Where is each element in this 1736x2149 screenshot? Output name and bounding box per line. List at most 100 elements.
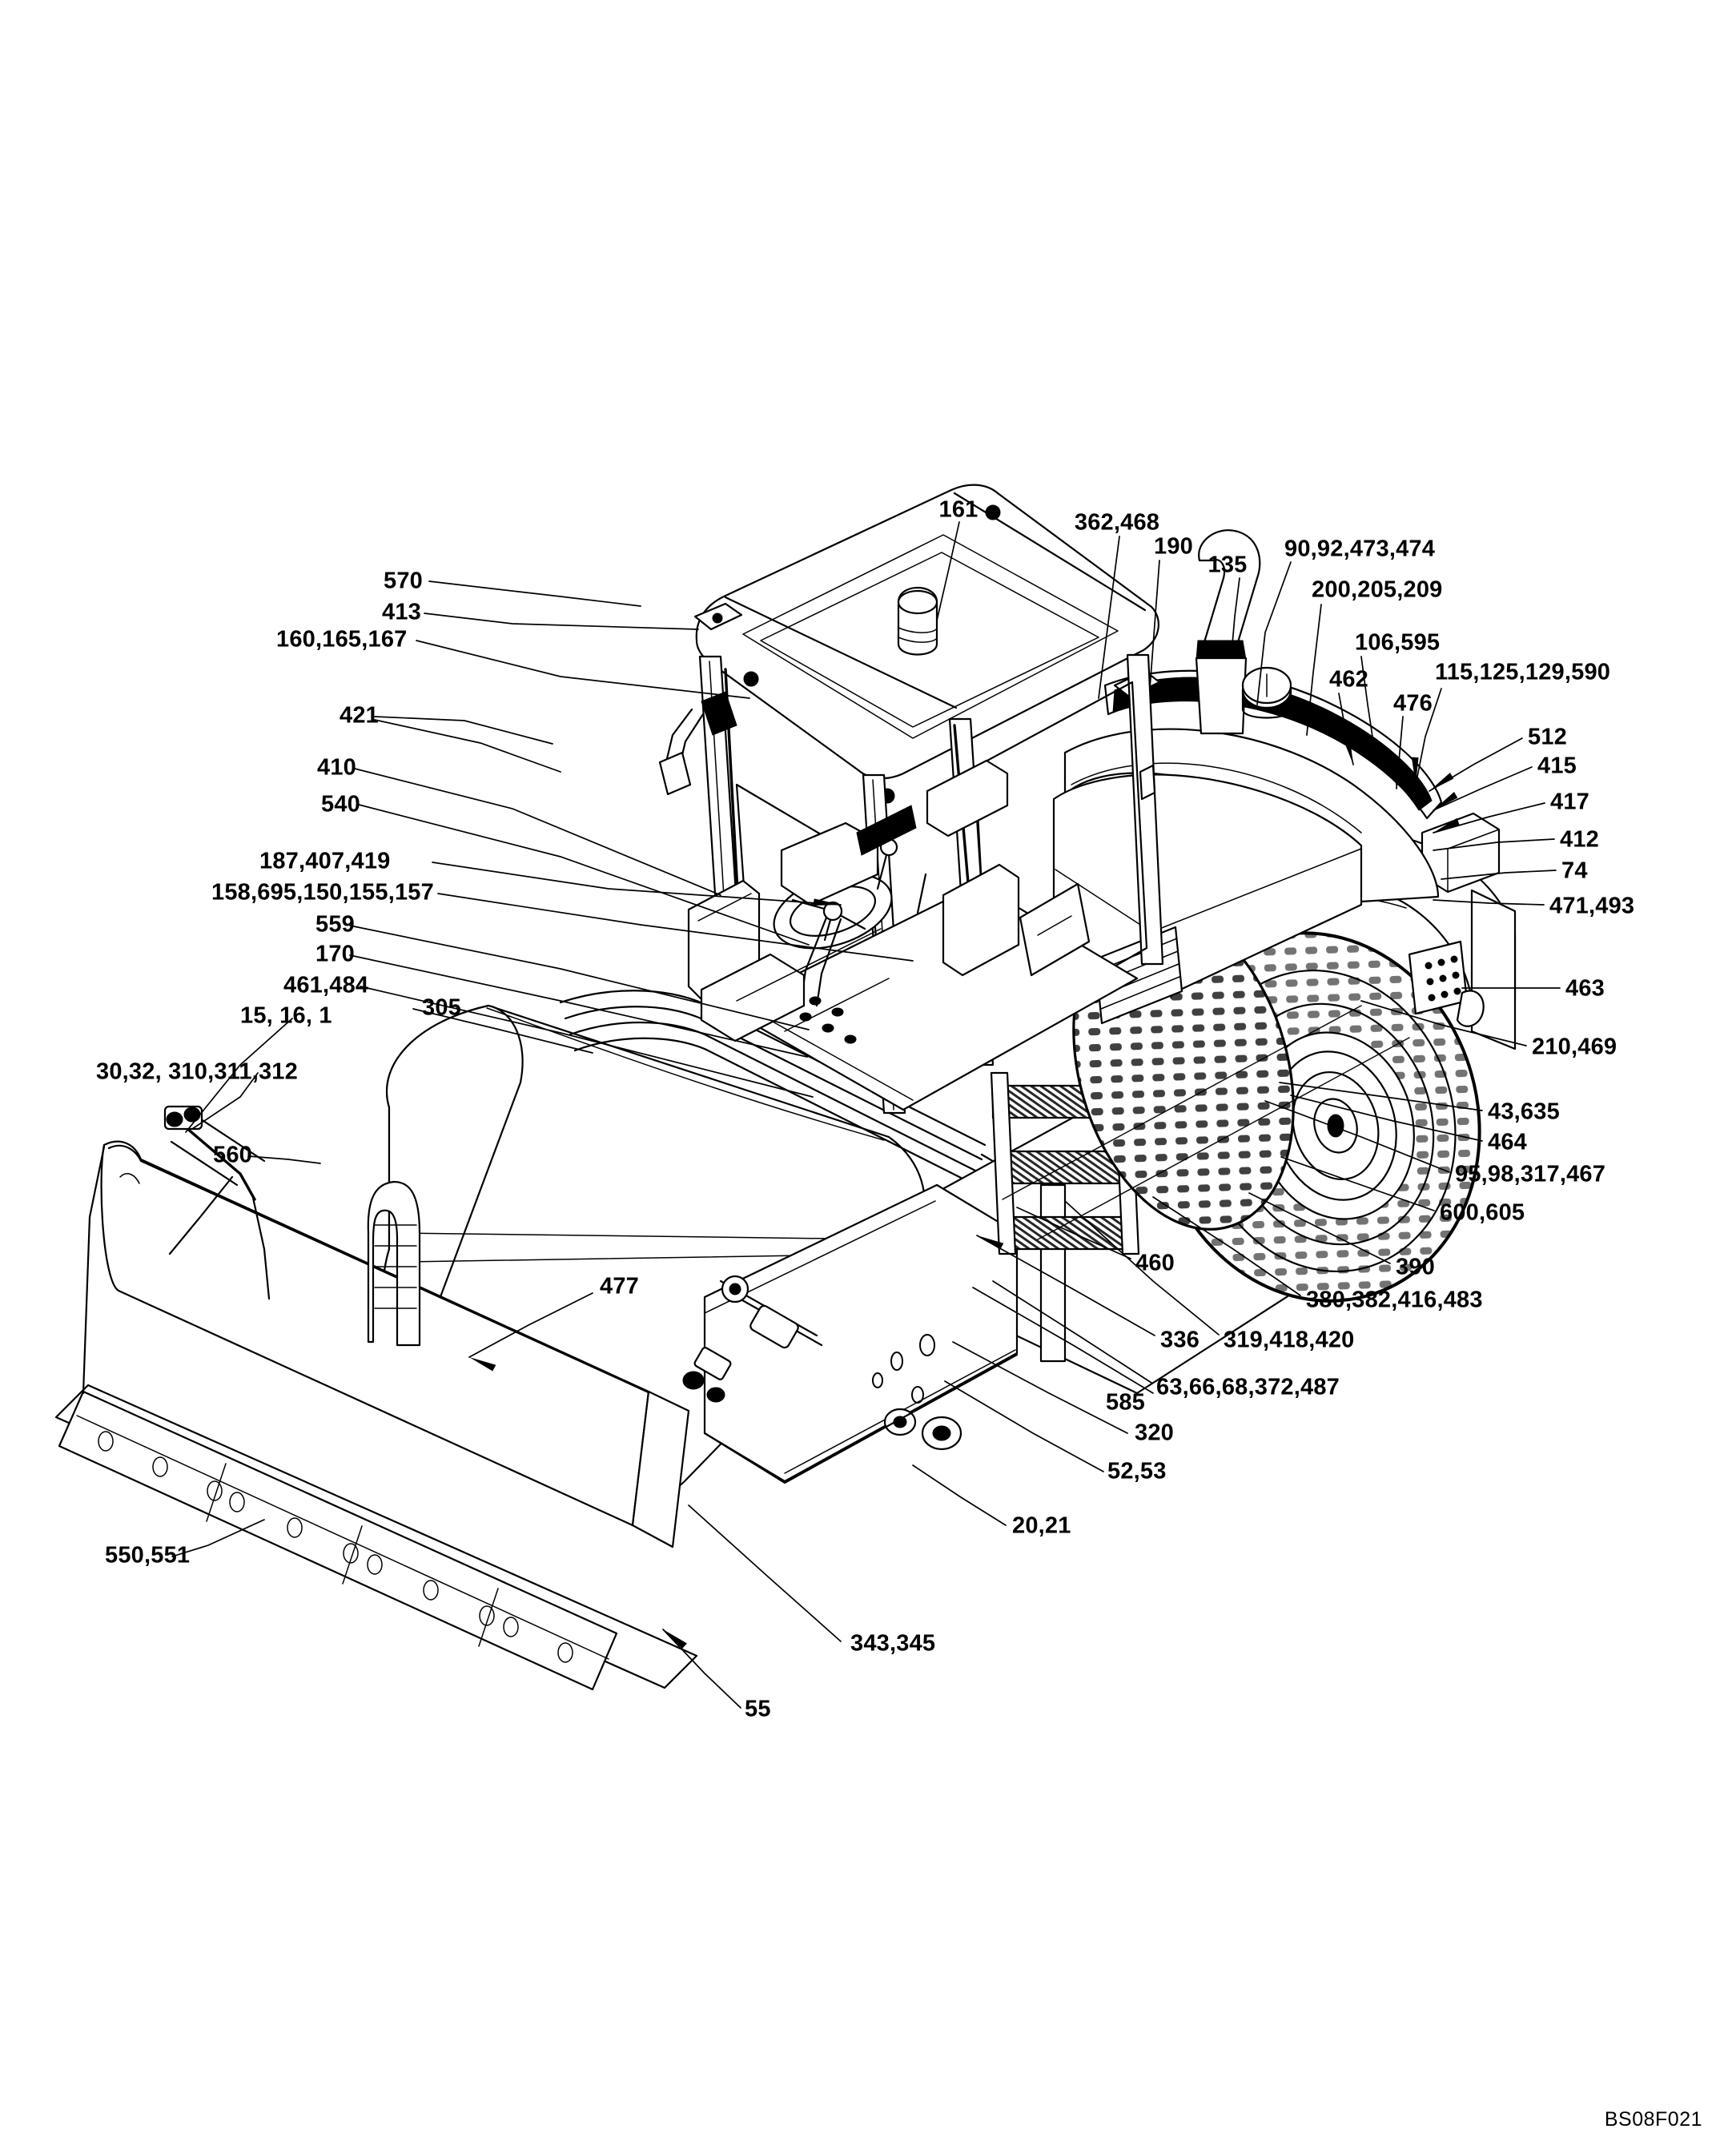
leader-line	[944, 1380, 1104, 1472]
callout-170: 170	[315, 941, 355, 967]
callout-55: 55	[745, 1696, 771, 1722]
callout-585: 585	[1106, 1389, 1145, 1416]
callout-413: 413	[382, 599, 421, 625]
leader-line	[358, 804, 810, 946]
leader-line	[1264, 1100, 1450, 1173]
leader-line	[1098, 536, 1120, 699]
leader-line	[437, 893, 914, 962]
beacon-lamp	[897, 586, 938, 656]
callout-161: 161	[938, 496, 979, 523]
callout-200-205-209: 200,205,209	[1312, 576, 1443, 603]
leader-line	[1152, 1196, 1301, 1296]
leader-line	[349, 925, 810, 1030]
callout-158-695-150-155-157: 158,695,150,155,157	[211, 879, 434, 906]
leader-line	[952, 1341, 1128, 1434]
callout-410: 410	[317, 754, 356, 781]
callout-380-382-416-483: 380,382,416,483	[1306, 1287, 1483, 1313]
leader-arrowhead	[1433, 817, 1460, 833]
callout-550-551: 550,551	[105, 1542, 191, 1569]
leader-line	[972, 1287, 1154, 1394]
dozer-blade	[58, 1140, 690, 1691]
callout-95-98-317-467: 95,98,317,467	[1455, 1161, 1606, 1187]
callout-74: 74	[1561, 858, 1588, 884]
callout-319-418-420: 319,418,420	[1224, 1327, 1355, 1353]
callout-540: 540	[321, 791, 360, 817]
callout-305: 305	[422, 994, 461, 1021]
callout-415: 415	[1537, 753, 1577, 779]
callout-570: 570	[384, 568, 423, 594]
sheet-code: BS08F021	[1604, 2108, 1702, 2131]
callout-135: 135	[1208, 552, 1248, 578]
leader-arrowhead	[1392, 761, 1400, 789]
leader-line	[1279, 1082, 1483, 1111]
callout-52-53: 52,53	[1107, 1458, 1167, 1484]
callout-336: 336	[1160, 1327, 1200, 1353]
leader-arrowhead	[1433, 791, 1458, 810]
leader-line	[424, 613, 699, 630]
drum-handrail	[367, 1180, 421, 1347]
leader-line	[1149, 560, 1160, 689]
operator-seat	[687, 879, 806, 1042]
callout-412: 412	[1560, 826, 1599, 853]
drum-hydraulics	[682, 1275, 823, 1403]
callout-462: 462	[1329, 666, 1368, 693]
leader-line	[1433, 899, 1545, 906]
leader-line	[1433, 838, 1555, 851]
leader-line	[349, 954, 808, 1058]
leader-line	[976, 1235, 1155, 1336]
filler-cap	[1241, 666, 1292, 719]
exhaust-stack	[1195, 529, 1292, 735]
leader-line	[1306, 604, 1322, 736]
callout-343-345: 343,345	[850, 1630, 936, 1657]
access-steps	[990, 1071, 1140, 1255]
leader-line	[247, 1155, 321, 1164]
leader-line	[1360, 656, 1376, 753]
callout-471-493: 471,493	[1549, 893, 1635, 919]
leader-arrowhead	[663, 1629, 687, 1649]
leader-arrowhead	[1429, 772, 1454, 791]
leader-line	[936, 521, 960, 621]
leader-line	[688, 1504, 842, 1642]
callout-461-484: 461,484	[283, 972, 369, 998]
callout-464: 464	[1488, 1129, 1527, 1155]
cab-interior	[687, 759, 1020, 1042]
leader-line	[374, 716, 553, 745]
ground-shading	[1002, 1005, 1410, 1240]
leader-arrowhead	[813, 898, 841, 906]
callout-476: 476	[1393, 690, 1433, 717]
leader-line	[432, 862, 842, 906]
leader-line	[1248, 1192, 1391, 1264]
leader-line	[912, 1464, 1007, 1526]
callout-390: 390	[1396, 1254, 1435, 1280]
leader-line	[1231, 577, 1240, 654]
leader-line	[992, 1280, 1152, 1384]
leader-line	[428, 580, 641, 607]
leader-line	[360, 986, 814, 1098]
leader-line	[1280, 1156, 1435, 1211]
blade-bolts	[98, 1431, 573, 1663]
callout-43-635: 43,635	[1488, 1099, 1560, 1125]
leader-line	[171, 1519, 265, 1557]
leader-line	[412, 1008, 593, 1054]
callout-30-32-310-311-312: 30,32, 310,311,312	[96, 1058, 298, 1085]
leader-line	[416, 640, 750, 699]
callout-460: 460	[1135, 1250, 1175, 1276]
callout-106-595: 106,595	[1355, 629, 1441, 656]
callout-362-468: 362,468	[1074, 509, 1160, 536]
callout-512: 512	[1528, 724, 1567, 750]
leader-line	[1290, 1095, 1483, 1142]
callout-463: 463	[1565, 975, 1605, 1002]
leader-line	[1016, 1207, 1131, 1259]
callout-600-605: 600,605	[1440, 1199, 1525, 1226]
callout-560: 560	[213, 1142, 252, 1168]
callout-63-66-68-372-487: 63,66,68,372,487	[1156, 1374, 1340, 1400]
leader-line	[191, 1072, 259, 1130]
leader-line	[185, 1018, 293, 1133]
leader-line	[1256, 561, 1292, 705]
leader-line	[1441, 870, 1557, 880]
reflector-dots	[1425, 955, 1461, 1002]
leader-line	[354, 768, 721, 896]
